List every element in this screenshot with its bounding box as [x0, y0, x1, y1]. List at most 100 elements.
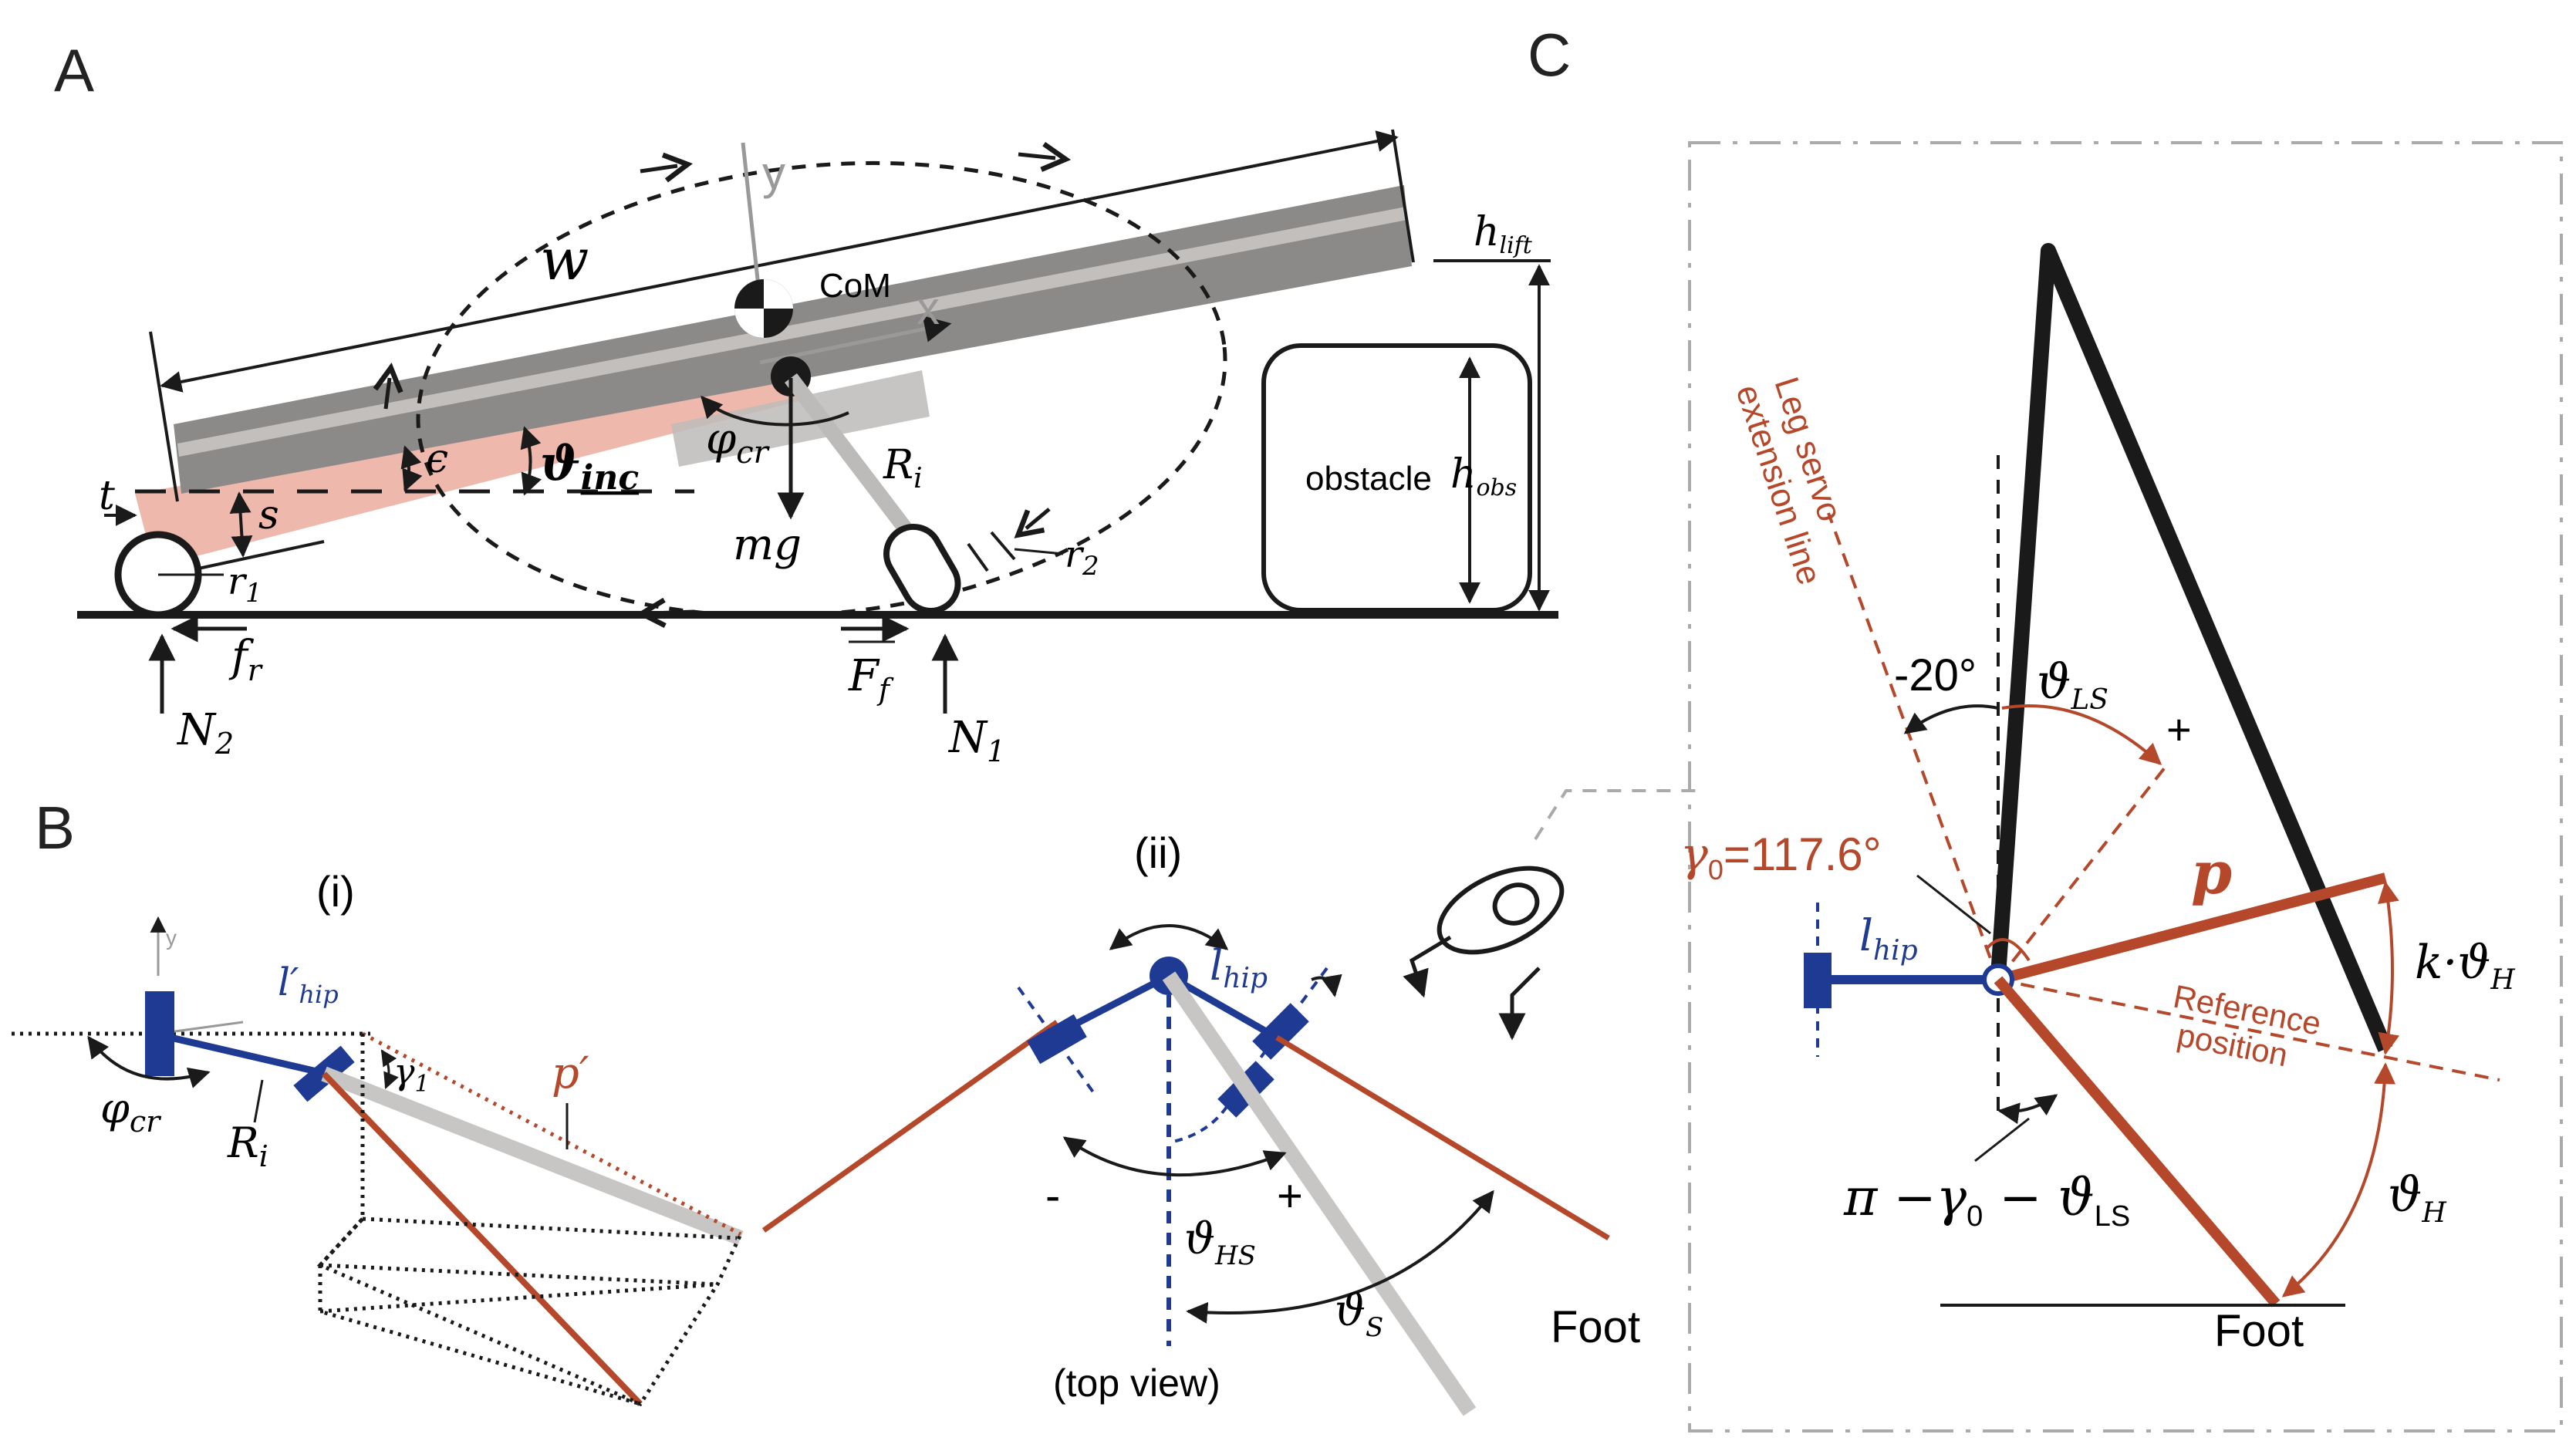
b2-minus: - — [1045, 1171, 1060, 1221]
c-minus20-label: -20° — [1894, 650, 1977, 700]
c-gamma0-arc — [1985, 938, 2031, 962]
r2-dim-2 — [990, 531, 1016, 561]
n2-label: N2 — [176, 705, 234, 761]
theta-inc-label: ϑinc — [540, 435, 639, 498]
c-theta-h-arc — [2281, 1062, 2396, 1297]
front-foot — [883, 523, 961, 614]
b-gray-leg — [321, 1066, 744, 1246]
panel-label-a: A — [54, 36, 94, 104]
b2-plus: + — [1277, 1171, 1303, 1221]
panel-b-ii: (ii) lhip - + ϑHS ϑS (top view) Foot — [1017, 789, 1697, 1416]
b-i-label: (i) — [316, 867, 355, 916]
trajectory-arrow-5 — [652, 612, 695, 613]
panel-label-c: C — [1528, 21, 1571, 89]
b2-top-view: (top view) — [1053, 1362, 1220, 1405]
trajectory-arrow-4 — [1026, 508, 1051, 528]
b-lhip-prime-label: l′hip — [278, 960, 339, 1009]
eye-icon — [1403, 866, 1565, 1041]
b2-servo-right-axis — [1248, 967, 1329, 1074]
fr-label: fr — [228, 632, 264, 687]
b2-theta-hs-arc — [1062, 1136, 1287, 1177]
b2-rot-arrow — [1109, 924, 1229, 950]
c-lower-leg — [1994, 976, 2281, 1308]
ri-label: Ri — [883, 442, 923, 494]
phi-cr-label: φcr — [706, 414, 771, 471]
c-pi-leader — [1974, 1117, 2030, 1162]
b2-theta-hs-label: ϑHS — [1184, 1214, 1256, 1271]
panel-a: w y x CoM Ri φcr mg t — [77, 129, 1558, 768]
t-label: t — [99, 473, 115, 519]
r2-label: r2 — [1065, 533, 1099, 582]
panel-c: Leg servo extension line -20° ϑLS + γ0=1… — [1680, 141, 2563, 1432]
b-foot-link — [761, 1020, 1059, 1233]
ff-label: Ff — [848, 651, 894, 707]
y-axis — [741, 142, 762, 302]
c-black-leg — [1990, 243, 2393, 1052]
c-foot-label: Foot — [2214, 1306, 2304, 1356]
c-gamma0-label: γ0=117.6° — [1680, 828, 1882, 886]
w-tick-left — [149, 331, 179, 502]
b2-orange-leg — [1275, 1035, 1610, 1240]
s-dim — [229, 491, 253, 558]
c-dashed-frame — [1688, 141, 2563, 1432]
trajectory-arrow-1 — [640, 166, 677, 171]
b-ri-label: Ri — [227, 1119, 268, 1173]
r2-dim — [967, 542, 989, 572]
b-hip-block — [145, 991, 174, 1076]
x-axis — [759, 316, 952, 365]
c-servo-extension — [1827, 512, 2000, 980]
n1-label: N1 — [947, 713, 1005, 768]
phi-cr-arc — [701, 395, 849, 427]
b2-lhip-label: lhip — [1210, 941, 1268, 994]
epsilon-label: ϵ — [426, 436, 448, 482]
mg-label: mg — [733, 520, 802, 570]
b-dotted-box-3 — [319, 1263, 718, 1287]
h-obs-label: hobs — [1450, 451, 1517, 501]
w-label: w — [540, 227, 589, 293]
zoom-link — [1534, 789, 1697, 841]
c-reference-line — [1997, 978, 2500, 1082]
panel-b-i: (i) y l′hip φcr Ri γ1 p′ — [12, 867, 1059, 1407]
b-gamma1-label: γ1 — [393, 1051, 430, 1098]
c-plus-label: + — [2166, 705, 2192, 754]
b-p-prime-line — [361, 1031, 742, 1237]
c-k-theta-arc — [2378, 881, 2400, 1055]
c-p-line — [1997, 872, 2387, 985]
b-dotted-box-4 — [319, 1217, 364, 1267]
b-ri-leader — [253, 1079, 264, 1123]
panel-label-b: B — [35, 794, 75, 862]
c-theta-ls-arc — [2001, 704, 2162, 765]
b-phi-cr-label: φcr — [100, 1084, 162, 1139]
b-lhip-prime-line — [159, 1031, 322, 1076]
trajectory-arrow-3 — [386, 378, 390, 410]
c-minus20-arc — [1903, 704, 1999, 734]
c-pi-expression: π −γ0 − ϑLS — [1843, 1168, 2130, 1233]
b2-rot-small — [1311, 974, 1342, 997]
b2-servo-left — [1027, 1014, 1087, 1065]
b2-hip-right — [1166, 973, 1279, 1041]
com-symbol — [734, 279, 811, 396]
b2-servo-left-axis — [1017, 986, 1097, 1097]
c-pi-arc — [1997, 1094, 2058, 1125]
b2-servo-right — [1252, 1003, 1309, 1060]
r2-leader — [1014, 548, 1064, 555]
s-label: s — [258, 492, 279, 538]
b-phi-cr-arc — [87, 1035, 211, 1088]
w-dimension-line — [160, 130, 1399, 393]
r1-label: r1 — [228, 560, 262, 609]
b2-theta-s-arc — [1186, 1189, 1494, 1324]
trajectory-ellipse — [416, 160, 1227, 619]
h-lift-label: hlift — [1474, 209, 1533, 259]
b-ii-label: (ii) — [1134, 828, 1182, 877]
theta-inc-arc — [520, 426, 542, 496]
c-theta-h-label: ϑH — [2388, 1166, 2446, 1229]
b-dotted-box — [316, 1034, 743, 1407]
trajectory-arrow-2 — [1018, 154, 1055, 158]
c-k-theta-label: k·ϑH — [2415, 936, 2515, 996]
b-orange-leg — [322, 1071, 643, 1406]
incline-shade — [135, 378, 798, 567]
b-small-y-label: y — [166, 926, 177, 950]
c-theta-ls-label: ϑLS — [2037, 653, 2108, 716]
b-gamma1-arc — [380, 1049, 399, 1089]
